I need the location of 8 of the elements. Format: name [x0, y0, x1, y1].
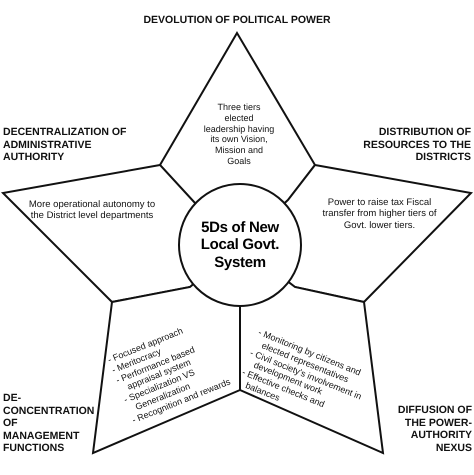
point-description: More operational autonomy to the District level departments: [28, 199, 156, 222]
point-description: Three tiers elected leadership having its own Vision, Mission and Goals: [203, 102, 275, 167]
point-heading: DIFFUSION OF THE POWER-AUTHORITY NEXUS: [396, 404, 472, 454]
point-heading: DEVOLUTION OF POLITICAL POWER: [142, 14, 332, 27]
point-heading: DECENTRALIZATION OF ADMINISTRATIVE AUTHORITY: [3, 126, 128, 164]
point-heading: DISTRIBUTION OF RESOURCES TO THE DISTRICTS: [362, 126, 471, 164]
circle-title: 5Ds of New Local Govt. System: [200, 219, 280, 271]
point-description: Power to raise tax Fiscal transfer from higher tiers of Govt. lower tiers.: [322, 197, 437, 232]
